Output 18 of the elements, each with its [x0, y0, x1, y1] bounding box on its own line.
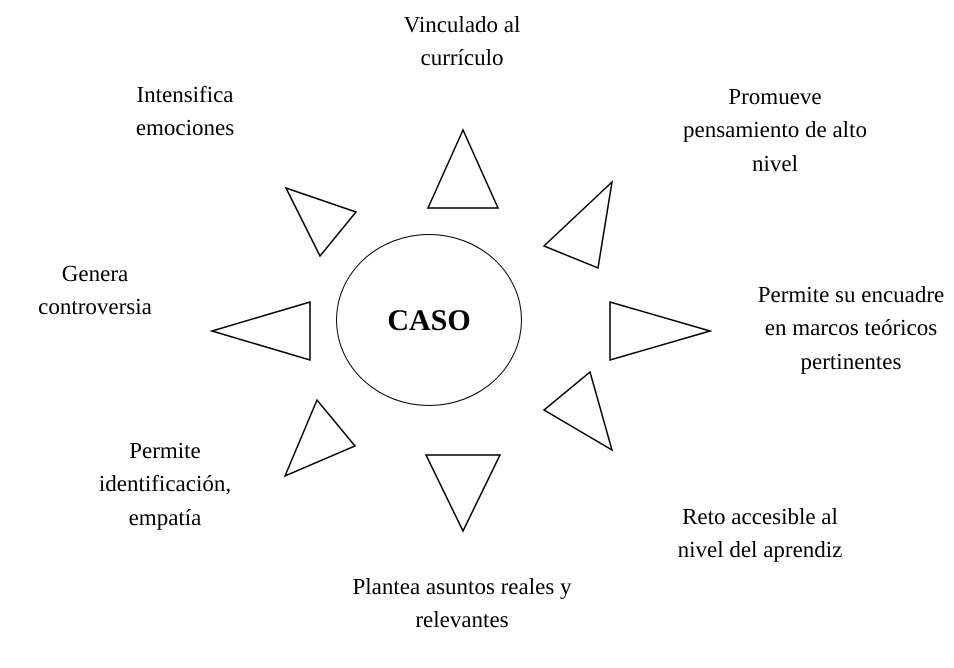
ray-triangle	[283, 398, 357, 478]
ray-triangle	[542, 180, 614, 270]
ray-caption: Genera controversia	[37, 260, 153, 322]
ray-caption: Permite su encuadre en marcos teóricos pertinentes	[756, 281, 946, 376]
ray-triangle	[210, 300, 312, 362]
center-ellipse	[336, 234, 522, 406]
ray-caption: Reto accesible al nivel del aprendiz	[676, 503, 844, 564]
ray-caption: Permite identificación, empatía	[98, 437, 232, 532]
ray-triangle	[426, 128, 500, 210]
ray-triangle	[284, 186, 358, 258]
ray-caption: Vinculado al currículo	[402, 11, 522, 72]
ray-triangle	[608, 300, 712, 362]
ray-triangle	[542, 370, 614, 452]
ray-triangle	[424, 453, 502, 533]
ray-caption: Plantea asuntos reales y relevantes	[352, 573, 572, 634]
ray-caption: Promueve pensamiento de alto nivel	[682, 83, 868, 178]
center-title: CASO	[387, 302, 471, 338]
ray-caption: Intensifica emociones	[134, 81, 236, 142]
